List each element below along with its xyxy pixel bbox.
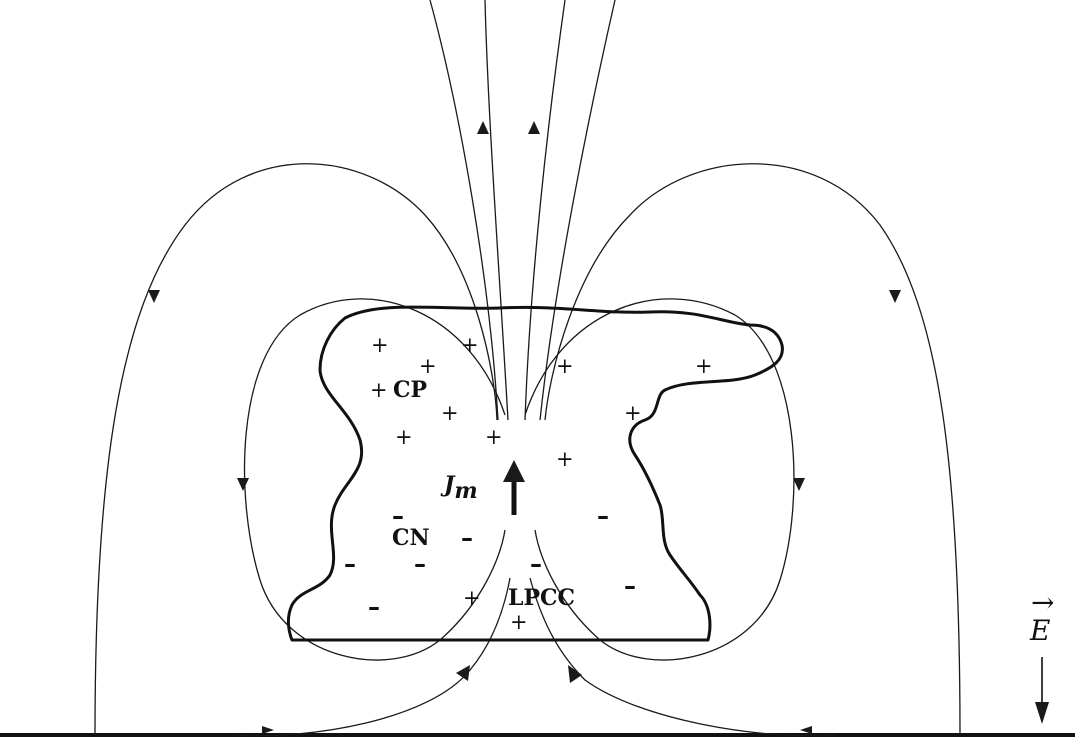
minus-sign: – (414, 550, 426, 578)
plus-sign: + (395, 425, 413, 449)
plus-sign: + (556, 354, 574, 378)
arrowhead-lower-right (568, 665, 582, 683)
plus-sign: + (510, 610, 528, 634)
arrowhead-inner-right (793, 478, 805, 491)
plus-sign: + (461, 333, 479, 357)
cp-label: CP (393, 377, 427, 403)
field-line-outer-left (95, 164, 497, 735)
plus-sign: + (371, 333, 389, 357)
field-line-lower-right (530, 578, 835, 736)
plus-sign: + (370, 378, 388, 402)
minus-sign: – (461, 524, 473, 552)
field-line-outer-right (545, 164, 960, 735)
arrowhead-center-2 (528, 121, 540, 134)
arrowhead-ground-right (800, 726, 812, 734)
arrowhead-center-1 (477, 121, 489, 134)
plus-sign: + (485, 425, 503, 449)
plus-sign: + (624, 401, 642, 425)
jm-subscript: m (454, 478, 477, 504)
plus-sign: + (463, 586, 481, 610)
jm-label: Jm (440, 472, 478, 504)
arrowhead-inner-left (237, 478, 249, 491)
cn-label: CN (392, 525, 430, 551)
lpcc-label: LPCC (508, 585, 575, 611)
minus-sign: – (368, 593, 380, 621)
plus-sign: + (419, 354, 437, 378)
minus-sign: – (624, 572, 636, 600)
current-arrow-head (503, 460, 525, 482)
field-arrow-head (1035, 702, 1049, 724)
arrowhead-ground-left (262, 726, 274, 734)
arrowhead-outer-left (148, 290, 160, 303)
minus-sign: – (597, 502, 609, 530)
arrowhead-outer-right (889, 290, 901, 303)
field-line-center-4 (540, 0, 615, 420)
minus-sign: – (344, 550, 356, 578)
plus-sign: + (441, 401, 459, 425)
plus-sign: + (556, 447, 574, 471)
field-e-label: E (1029, 614, 1050, 647)
minus-sign: – (530, 550, 542, 578)
plus-sign: + (695, 354, 713, 378)
